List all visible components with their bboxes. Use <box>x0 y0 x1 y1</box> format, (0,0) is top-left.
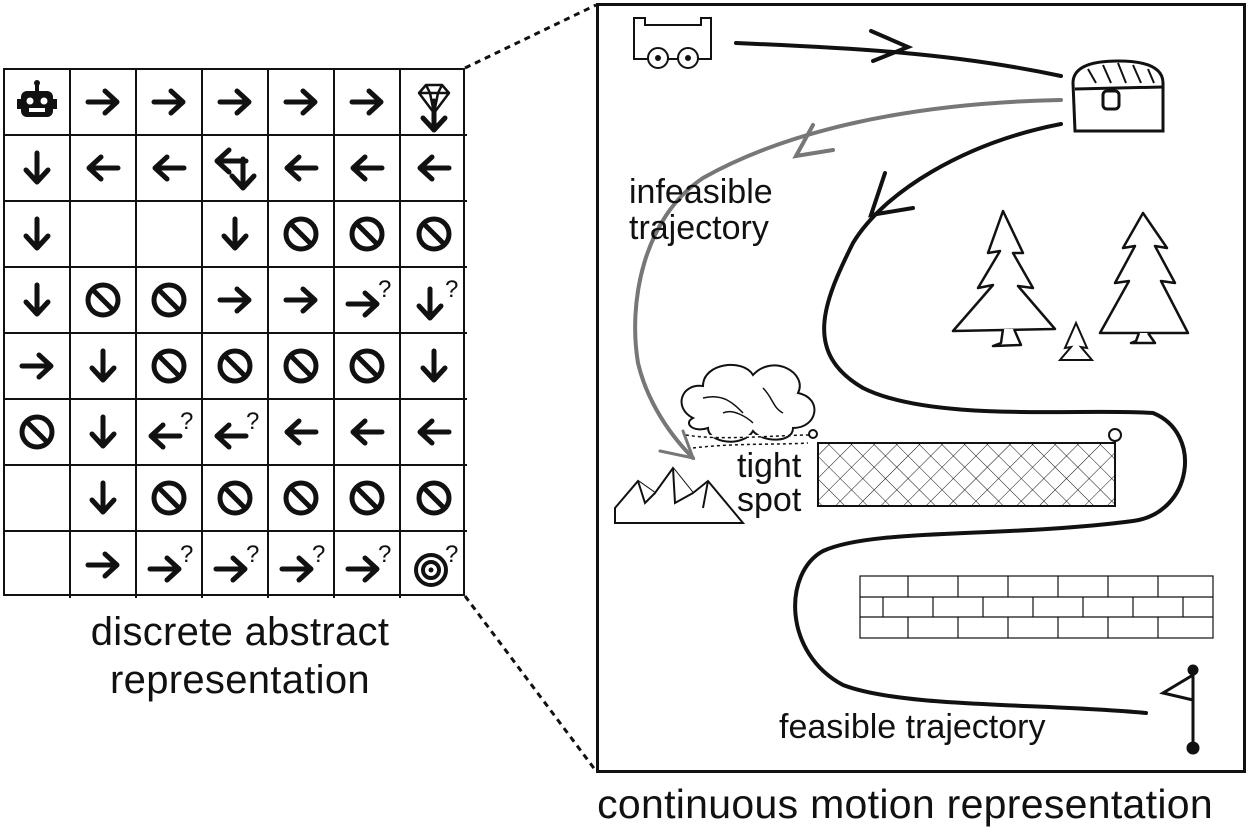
infeasible-trajectory-label: infeasible trajectory <box>629 174 773 246</box>
grid-cell-blocked-icon <box>335 334 401 400</box>
goal-flag-icon <box>1159 664 1200 755</box>
svg-text:?: ? <box>246 541 259 568</box>
grid-cell-blocked-icon <box>137 268 203 334</box>
grid-cell-blocked-icon <box>269 334 335 400</box>
feasible-trajectory-label: feasible trajectory <box>779 708 1046 746</box>
zoom-connector-bottom <box>463 595 598 772</box>
grid-cell-empty <box>5 532 71 598</box>
cart-icon <box>633 17 712 69</box>
svg-text:?: ? <box>180 408 193 435</box>
grid-cell-right-arrow-icon-uncertain: ? <box>203 532 269 598</box>
grid-cell-robot-icon <box>5 70 71 136</box>
grid-cell-right-arrow-icon-uncertain: ? <box>269 532 335 598</box>
bush-icon <box>680 363 818 449</box>
svg-text:?: ? <box>180 541 193 568</box>
grid-cell-blocked-icon <box>137 334 203 400</box>
svg-text:?: ? <box>445 276 458 303</box>
grid-cell-right-arrow-icon <box>269 70 335 136</box>
grid-cell-down-arrow-icon <box>5 268 71 334</box>
grid-cell-right-arrow-icon-uncertain: ? <box>335 532 401 598</box>
grid-cell-left-arrow-icon <box>335 400 401 466</box>
grid-cell-right-arrow-icon <box>335 70 401 136</box>
grid-cell-blocked-icon <box>269 466 335 532</box>
infeasible-trajectory <box>633 98 1063 460</box>
svg-text:?: ? <box>378 541 391 568</box>
grid-cell-left-arrow-icon <box>269 400 335 466</box>
grid-cell-left-arrow-icon-uncertain: ? <box>137 400 203 466</box>
treasure-chest-icon <box>1071 59 1165 133</box>
discrete-caption: discrete abstract representation <box>20 608 460 704</box>
discrete-caption-line2: representation <box>110 658 370 702</box>
grid-cell-left-arrow-icon <box>401 136 467 202</box>
grid-cell-left-arrow-icon <box>401 400 467 466</box>
grid-cell-down-arrow-icon <box>5 202 71 268</box>
infeasible-label-line2: trajectory <box>629 209 769 247</box>
continuous-scene-frame: infeasible trajectory tight spot feasibl… <box>596 3 1246 773</box>
grid-cell-left-arrow-icon <box>137 136 203 202</box>
grid-cell-empty <box>71 202 137 268</box>
tree-icon <box>1098 211 1190 345</box>
continuous-caption: continuous motion representation <box>597 781 1213 827</box>
grid-cell-right-arrow-icon-uncertain: ? <box>335 268 401 334</box>
grid-cell-down-arrow-icon <box>401 334 467 400</box>
tree-icon <box>951 209 1057 348</box>
feasible-arrow-top <box>869 29 914 63</box>
grid-cell-right-arrow-icon <box>269 268 335 334</box>
grid-cell-down-arrow-icon <box>5 136 71 202</box>
brick-wall-icon <box>859 575 1214 639</box>
grid-cell-blocked-icon <box>401 202 467 268</box>
svg-text:?: ? <box>246 408 259 435</box>
grid-cell-goal-icon-uncertain: ? <box>401 532 467 598</box>
grid-cell-blocked-icon <box>137 466 203 532</box>
net-icon <box>817 428 1122 507</box>
grid-cell-down-arrow-icon-uncertain: ? <box>401 268 467 334</box>
svg-text:?: ? <box>445 541 458 568</box>
grid-cell-right-arrow-icon <box>71 532 137 598</box>
grid-cell-down-arrow-icon <box>71 334 137 400</box>
grid-cell-left-arrow-icon <box>269 136 335 202</box>
feasible-arrow-mid <box>868 171 915 218</box>
zoom-connector-top <box>464 3 597 70</box>
grid-cell-left-arrow-icon <box>71 136 137 202</box>
grid-cell-right-arrow-icon <box>5 334 71 400</box>
grid-cell-down-arrow-icon <box>71 466 137 532</box>
grid-cell-blocked-icon <box>335 466 401 532</box>
infeasible-arrow-top <box>792 123 835 159</box>
infeasible-arrow-end <box>658 429 696 461</box>
small-tree-icon <box>1057 320 1095 361</box>
infeasible-label-line1: infeasible <box>629 173 773 211</box>
grid-cell-empty <box>5 466 71 532</box>
grid-cell-right-arrow-icon <box>203 268 269 334</box>
discrete-grid: ????????? <box>3 68 467 598</box>
feasible-trajectory <box>734 41 1188 715</box>
grid-cell-left-arrow-icon-uncertain: ? <box>203 400 269 466</box>
grid-cell-blocked-icon <box>401 466 467 532</box>
grid-cell-blocked-icon <box>5 400 71 466</box>
grid-cell-blocked-icon <box>203 466 269 532</box>
grid-cell-down-arrow-icon <box>203 202 269 268</box>
grid-cell-blocked-icon <box>269 202 335 268</box>
rocks-icon <box>614 466 746 524</box>
grid-cell-right-arrow-icon <box>203 70 269 136</box>
grid-cell-gem-icon <box>401 70 467 136</box>
grid-cell-right-arrow-icon <box>71 70 137 136</box>
svg-text:?: ? <box>312 541 325 568</box>
continuous-scene <box>614 17 1214 755</box>
grid-cell-left-down-arrow-icon <box>203 136 269 202</box>
tight-spot-label: tight spot <box>737 449 801 517</box>
tight-spot-line1: tight <box>737 447 802 485</box>
discrete-caption-line1: discrete abstract <box>90 610 390 654</box>
grid-cell-down-arrow-icon <box>71 400 137 466</box>
grid-cell-blocked-icon <box>71 268 137 334</box>
svg-text:?: ? <box>378 276 391 303</box>
grid-cell-empty <box>137 202 203 268</box>
grid-cell-right-arrow-icon-uncertain: ? <box>137 532 203 598</box>
grid-cell-blocked-icon <box>335 202 401 268</box>
grid-cell-right-arrow-icon <box>137 70 203 136</box>
tight-spot-line2: spot <box>737 481 802 519</box>
grid-cell-blocked-icon <box>203 334 269 400</box>
grid-cell-left-arrow-icon <box>335 136 401 202</box>
